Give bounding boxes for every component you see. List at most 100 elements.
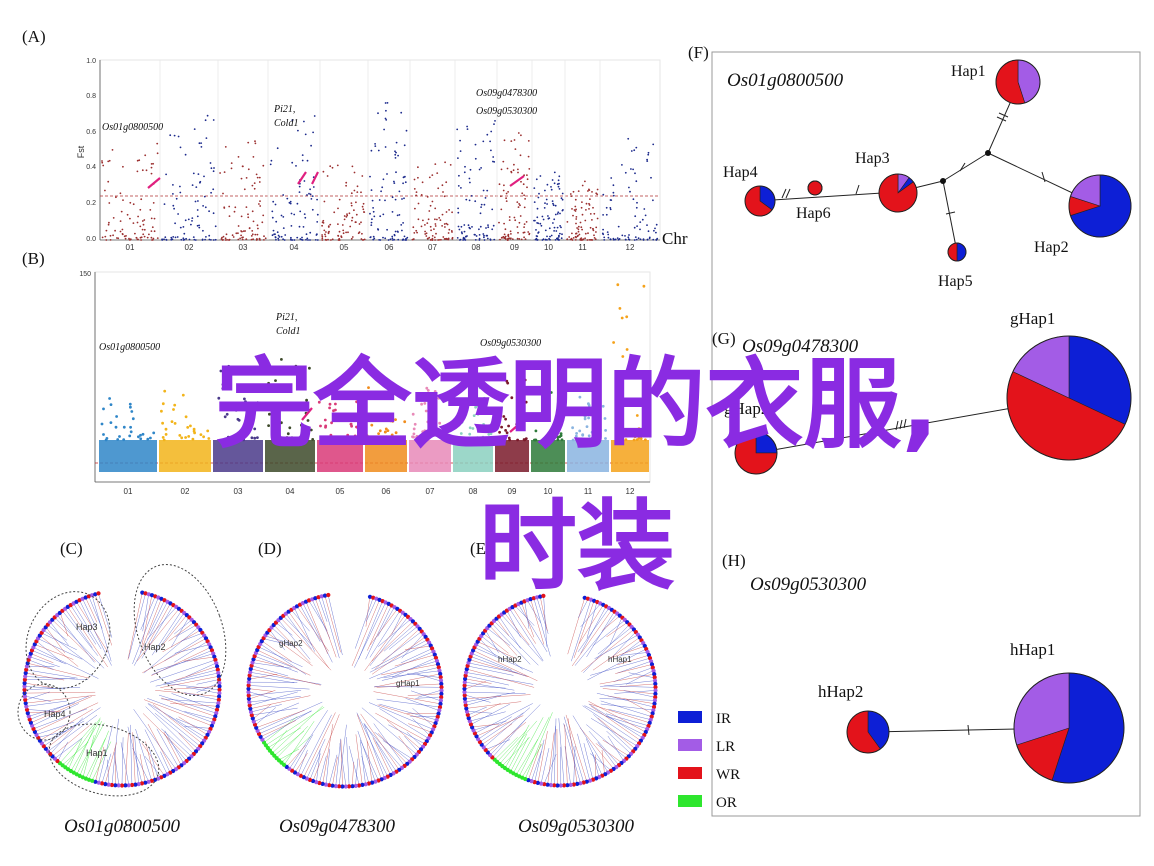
a-snp-point [316, 213, 319, 216]
a-snp-point [415, 194, 417, 197]
a-snp-point [560, 237, 563, 240]
a-snp-point [433, 228, 435, 231]
tree-ring-segment [24, 667, 29, 672]
tree-branch [251, 675, 295, 684]
b-snp-point [243, 397, 246, 401]
a-snp-point [107, 180, 110, 183]
a-snp-point [245, 177, 248, 179]
a-snp-point [434, 163, 437, 166]
tree-branch [417, 690, 441, 698]
b-snp-point [598, 428, 602, 432]
tree-branch [328, 596, 343, 656]
a-snp-point [282, 238, 284, 241]
a-snp-point [584, 180, 586, 183]
a-snp-point [589, 213, 592, 215]
a-snp-point [557, 211, 560, 214]
tree-ring-segment [371, 595, 376, 600]
tree-ring-segment [436, 665, 441, 670]
b-snp-point [217, 396, 221, 400]
tree-ring-segment [249, 713, 254, 718]
a-snp-point [538, 192, 540, 195]
tree-ring-segment [146, 779, 151, 784]
a-snp-point [299, 238, 302, 240]
a-snp-point [204, 238, 207, 241]
a-snp-point [634, 236, 637, 239]
tree-branch [354, 603, 386, 668]
tree-ring-segment [651, 668, 656, 674]
a-snp-point [609, 199, 612, 201]
b-snp-point [344, 438, 348, 441]
a-snp-point [574, 198, 577, 201]
a-snp-point [397, 154, 399, 157]
a-snp-point [224, 146, 227, 148]
a-snp-point [633, 149, 636, 152]
tree-branch [98, 594, 113, 638]
tree-branch [82, 600, 96, 627]
tree-ring-segment [213, 714, 218, 719]
a-snp-point [245, 238, 248, 241]
a-snp-point [405, 129, 408, 132]
a-snp-point [504, 238, 507, 240]
a-snp-point [431, 239, 434, 241]
tree-branch [196, 679, 218, 685]
a-snp-point [398, 190, 401, 193]
b-snp-point [187, 435, 191, 438]
a-snp-point [230, 162, 233, 165]
a-snp-point [256, 233, 259, 236]
a-snp-point [142, 223, 145, 226]
tree-branch [258, 650, 311, 676]
a-snp-point [261, 221, 264, 224]
tree-ring-segment [436, 711, 441, 716]
b-annotation-pi21: Pi21, [275, 312, 297, 323]
a-snp-point [502, 160, 505, 163]
tree-branch [376, 683, 440, 688]
a-snp-point [342, 229, 345, 232]
panel-c-tree [22, 590, 222, 788]
tree-ring-segment [653, 688, 658, 693]
b-snp-point [617, 435, 620, 439]
b-snp-point [308, 366, 311, 370]
tree-branch [577, 609, 609, 653]
b-snp-point [225, 412, 229, 416]
tree-branch [125, 733, 129, 784]
tree-branch [147, 698, 212, 723]
tree-branch [578, 606, 603, 645]
a-snp-point [321, 221, 324, 224]
a-snp-point [389, 238, 392, 241]
tree-branch [582, 705, 639, 743]
tree-branch [379, 703, 436, 720]
a-snp-point [143, 235, 146, 238]
tree-branch [46, 726, 75, 749]
tree-branch [161, 728, 191, 756]
b-snp-point [359, 412, 363, 416]
tree-branch [366, 740, 372, 782]
a-snp-point [443, 223, 446, 225]
b-snp-point [424, 409, 428, 413]
a-snp-point [518, 238, 521, 240]
a-snp-point [228, 205, 231, 208]
tree-ring-segment [647, 656, 653, 661]
a-snp-point [291, 239, 294, 241]
a-snp-point [254, 140, 256, 143]
tree-branch [515, 606, 535, 626]
b-snp-point [244, 400, 247, 404]
a-snp-point [509, 230, 512, 233]
a-snp-point [535, 229, 537, 231]
a-snp-point [371, 199, 374, 202]
b-snp-point [131, 417, 135, 421]
a-snp-point [172, 184, 174, 186]
tree-branch [510, 737, 529, 771]
tree-branch [407, 693, 440, 696]
b-snp-point [128, 402, 132, 406]
tree-branch [313, 714, 340, 780]
a-snp-point [193, 238, 196, 241]
h-hap1-outline [1013, 672, 1125, 784]
tree-branch [465, 680, 487, 690]
a-snp-point [191, 220, 193, 222]
tree-branch [178, 716, 207, 735]
tree-branch [486, 631, 499, 653]
a-snp-point [457, 211, 460, 214]
a-snp-point [403, 144, 406, 147]
a-snp-point [586, 239, 589, 241]
tree-branch [368, 702, 432, 730]
